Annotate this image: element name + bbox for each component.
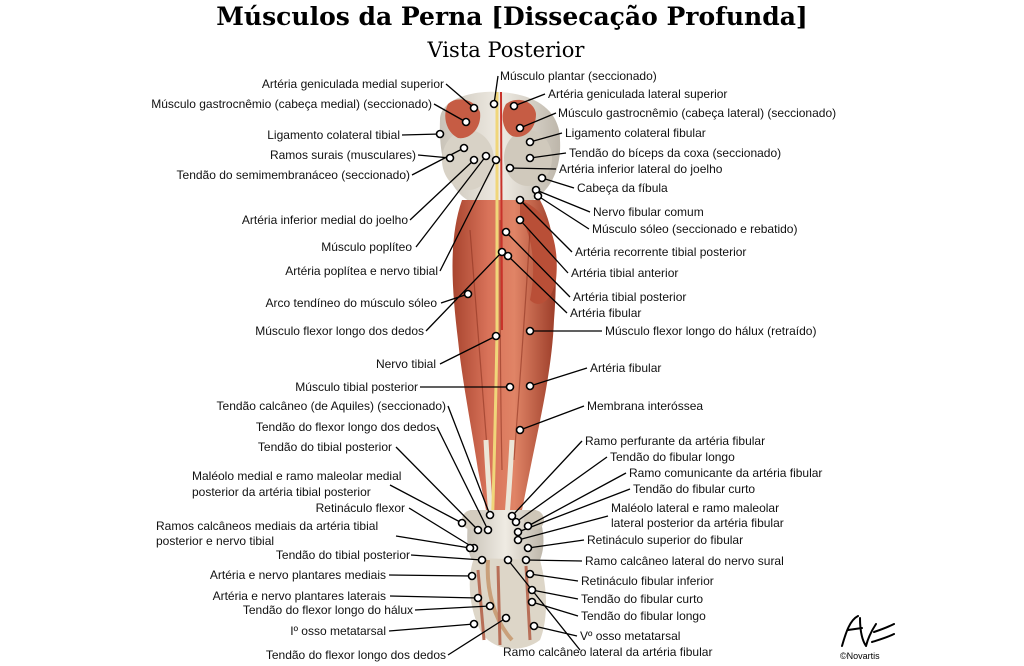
label-left: Retináculo flexor [316,501,405,515]
label-left: Artéria geniculada medial superior [262,77,444,91]
gastrocnemius-lateral-stump [502,99,536,137]
label-right: Artéria geniculada lateral superior [548,87,727,101]
leg-illustration [439,91,561,649]
label-right: Tendão do fibular longo [610,450,735,464]
label-right: Retináculo fibular inferior [581,574,714,588]
marker-dots [435,99,547,631]
label-left: Músculo flexor longo dos dedos [255,324,424,338]
label-right: Músculo gastrocnêmio (cabeça lateral) (s… [558,106,836,120]
label-left: Nervo tibial [376,357,436,371]
label-left: posterior da artéria tibial posterior [192,485,371,499]
label-right: Artéria recorrente tibial posterior [575,245,746,259]
medial-condyle [442,130,494,190]
label-right: Músculo plantar (seccionado) [500,69,657,83]
label-right: Artéria fibular [590,361,661,375]
page-title: Músculos da Perna [Dissecação Profunda] [216,2,808,31]
label-right: Ramo calcâneo lateral do nervo sural [585,554,784,568]
popliteal-artery [500,91,503,331]
medial-malleolus [462,510,482,530]
label-left: Tendão do tibial posterior [276,548,410,562]
label-left: Tendão do flexor longo do hálux [243,603,413,617]
label-right: Ramo perfurante da artéria fibular [585,434,765,448]
soleus-reflected [520,200,557,304]
copyright-text: ©Novartis [840,651,880,661]
label-right: Músculo flexor longo do hálux (retraído) [605,324,816,338]
label-left: Iº osso metatarsal [290,624,386,638]
label-left: Artéria e nervo plantares mediais [210,568,386,582]
label-left: Tendão calcâneo (de Aquiles) (seccionado… [217,399,446,413]
label-right: Tendão do fibular curto [581,592,703,606]
label-right: Ramo comunicante da artéria fibular [629,466,822,480]
label-left: Músculo gastrocnêmio (cabeça medial) (se… [151,97,432,111]
label-right: Tendão do fibular longo [581,609,706,623]
label-right: Membrana interóssea [587,399,703,413]
label-left: Tendão do flexor longo dos dedos [266,648,446,662]
label-right: Artéria tibial anterior [571,266,678,280]
label-left: Maléolo medial e ramo maleolar medial [192,469,401,483]
label-left: Ligamento colateral tibial [267,128,400,142]
label-right: Músculo sóleo (seccionado e rebatido) [592,222,797,236]
label-right: Tendão do fibular curto [633,482,755,496]
label-left: Ramos calcâneos mediais da artéria tibia… [156,519,378,533]
label-left: Artéria inferior medial do joelho [242,213,408,227]
label-left: Artéria e nervo plantares laterais [213,589,386,603]
label-right: Maléolo lateral e ramo maleolar [611,501,779,515]
label-left: posterior e nervo tibial [156,534,274,548]
label-left: Músculo tibial posterior [295,380,418,394]
label-left: Artéria poplítea e nervo tibial [285,264,438,278]
label-left: Músculo poplíteo [321,240,412,254]
label-left: Tendão do tibial posterior [258,440,392,454]
label-right: Artéria tibial posterior [573,290,686,304]
label-right: Tendão do bíceps da coxa (seccionado) [569,146,781,160]
label-left: Arco tendíneo do músculo sóleo [266,296,438,310]
label-right: Artéria inferior lateral do joelho [559,162,723,176]
label-right: Nervo fibular comum [593,205,704,219]
page-subtitle: Vista Posterior [427,38,585,62]
label-left: Tendão do flexor longo dos dedos [256,420,436,434]
label-right: lateral posterior da artéria fibular [611,516,784,530]
label-right: Ligamento colateral fibular [565,126,706,140]
leader-lines [388,75,631,656]
labels-left: Artéria geniculada medial superior Múscu… [151,77,446,662]
label-right: Artéria fibular [570,306,641,320]
label-right: Vº osso metatarsal [580,629,680,643]
artist-signature [841,615,895,647]
label-right: Ramo calcâneo lateral da artéria fibular [503,645,712,659]
labels-right: Músculo plantar (seccionado) Artéria gen… [500,69,836,659]
label-right: Retináculo superior do fibular [587,533,743,547]
label-left: Ramos surais (musculares) [270,148,416,162]
label-right: Cabeça da fíbula [577,181,668,195]
calf-muscles [452,200,556,520]
label-left: Tendão do semimembranáceo (seccionado) [177,168,410,182]
